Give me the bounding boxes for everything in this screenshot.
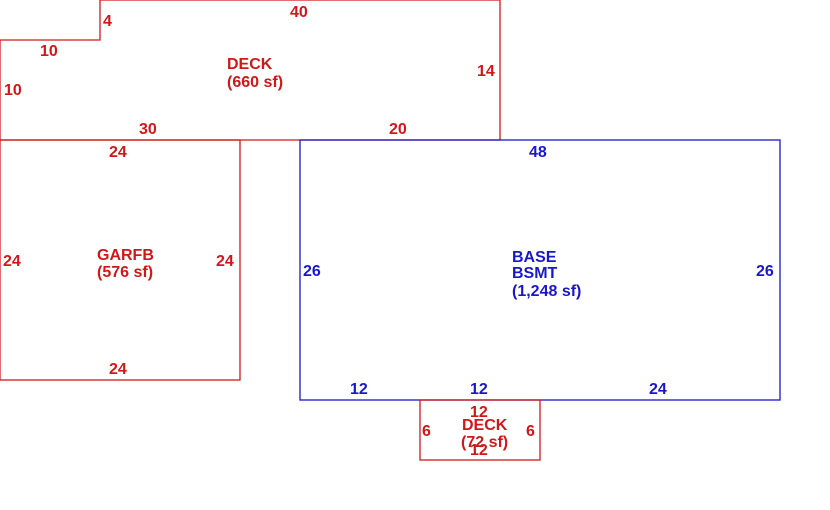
basement-dim-right: 26 [756,263,774,280]
deck-area: (660 sf) [227,74,283,91]
deck-outline [0,0,501,141]
basement-dim-bottom-left: 12 [350,381,368,398]
small-deck-dim-top: 12 [470,404,488,421]
deck-dim-left: 10 [4,82,22,99]
small-deck-dim-right: 6 [526,423,535,440]
small-deck-outline [419,399,541,461]
garage-dim-right: 24 [216,253,234,270]
small-deck-dim-bottom: 12 [470,442,488,459]
basement-name-line2: BSMT [512,265,558,282]
deck-dim-bottom-left: 30 [139,121,157,138]
basement-dim-bottom-right: 24 [649,381,667,398]
garage-area: (576 sf) [97,264,153,281]
garage-dim-left: 24 [3,253,21,270]
garage-outline [0,139,241,381]
basement-name-line1: BASE [512,249,557,266]
garage-dim-top: 24 [109,144,127,161]
deck-dim-notch-vertical: 4 [103,13,112,30]
small-deck-name: DECK [462,417,508,434]
deck-dim-notch-horizontal: 10 [40,43,58,60]
basement-dim-bottom-mid: 12 [470,381,488,398]
basement-dim-top: 48 [529,144,547,161]
basement-dim-left: 26 [303,263,321,280]
deck-dim-top: 40 [290,4,308,21]
deck-name: DECK [227,56,273,73]
deck-dim-right: 14 [477,63,495,80]
garage-name: GARFB [97,247,154,264]
small-deck-dim-left: 6 [422,423,431,440]
garage-dim-bottom: 24 [109,361,127,378]
basement-area: (1,248 sf) [512,283,581,300]
deck-dim-bottom-right: 20 [389,121,407,138]
small-deck-area: (72 sf) [461,434,508,451]
